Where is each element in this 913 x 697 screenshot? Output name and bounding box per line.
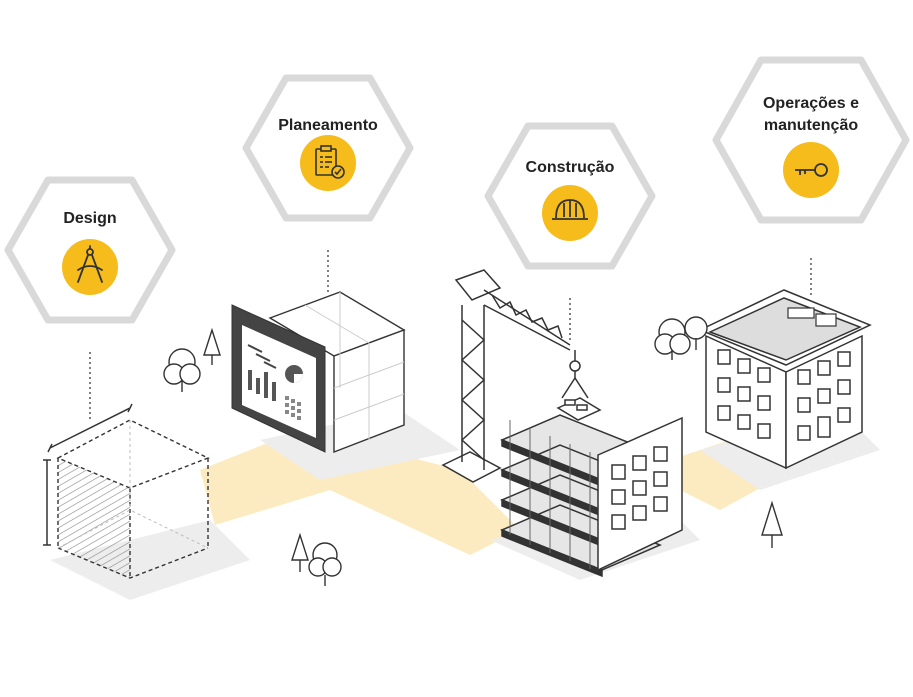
hexagon-operations [712, 56, 910, 224]
checklist-clipboard-icon [300, 135, 356, 191]
tower-crane [441, 269, 602, 483]
drafting-compass-icon [62, 239, 118, 295]
connector-lines [89, 250, 812, 420]
stage-label-operations-line-2: manutenção [763, 117, 859, 134]
stage-label-design: Design [63, 210, 117, 227]
stage-label-construction: Construção [525, 159, 615, 176]
building-under-construction [500, 414, 683, 578]
key-icon [783, 142, 839, 198]
design-wireframe-cube [43, 403, 210, 579]
stage-label-operations-line-1: Operações e [762, 95, 860, 112]
hard-hat-icon [542, 185, 598, 241]
trees [163, 316, 783, 586]
planning-cube [231, 291, 406, 454]
stage-label-planning: Planeamento [278, 117, 378, 134]
finished-building [698, 289, 872, 470]
stage-label-operations: Operações e manutenção [726, 93, 896, 137]
